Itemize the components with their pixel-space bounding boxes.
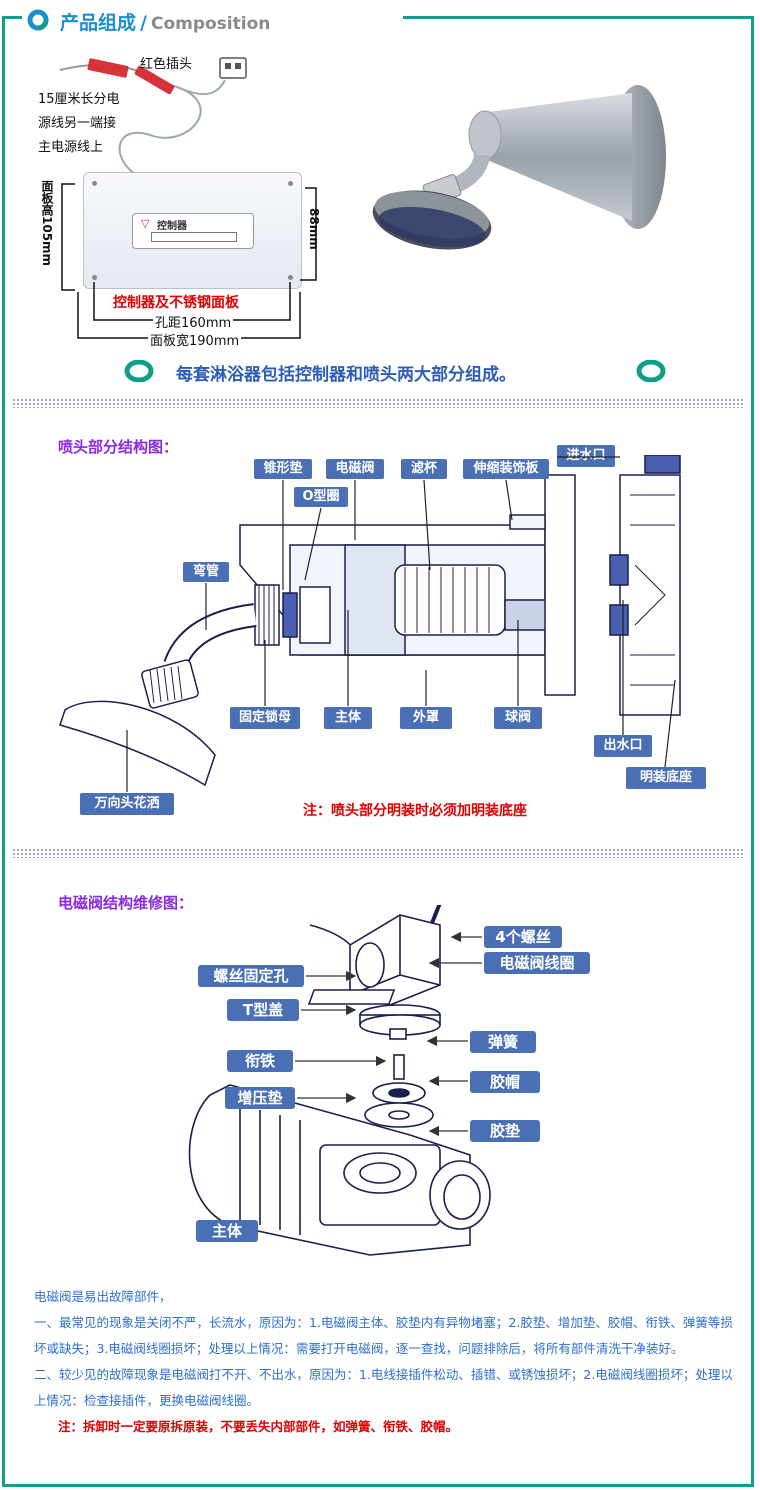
title-slash: / — [140, 12, 147, 34]
troubleshooting-case-1: 一、最常见的现象是关闭不严，长流水，原因为：1.电磁阀主体、胶垫内有异物堵塞；2… — [34, 1315, 733, 1356]
cable-note-line1: 15厘米长分电 — [38, 92, 120, 107]
disassembly-note: 注：拆卸时一定要原拆原装，不要丢失内部部件，如弹簧、衔铁、胶帽。 — [58, 1419, 459, 1434]
label-solenoid-valve: 电磁阀 — [326, 459, 384, 479]
summary-bullet-icon — [124, 360, 154, 382]
label-ball-valve: 球阀 — [494, 707, 542, 729]
controller-display: ▽ 控制器 — [132, 213, 254, 249]
troubleshooting-case-2: 二、较少见的故障现象是电磁阀打不开、不出水，原因为：1.电线接插件松动、插错、或… — [34, 1367, 733, 1408]
panel-screw-hole — [288, 275, 293, 280]
label-water-outlet: 出水口 — [594, 735, 652, 757]
panel-screw-hole — [288, 181, 293, 186]
panel-width-label: 面板宽190mm — [148, 330, 242, 349]
label-surface-base: 明装底座 — [626, 767, 706, 789]
label-filter-cup: 滤杯 — [401, 459, 447, 479]
section-divider — [12, 398, 744, 408]
label-coil: 电磁阀线圈 — [484, 952, 590, 974]
solenoid-valve-exploded-diagram — [188, 905, 491, 1256]
label-armature: 衔铁 — [227, 1050, 293, 1072]
label-main-body: 主体 — [324, 707, 372, 729]
header-ring-icon — [27, 9, 49, 31]
cable-note-line2: 源线另一端接 — [38, 116, 117, 131]
page-frame — [2, 17, 754, 1487]
hole-distance-label: 孔距160mm — [153, 312, 234, 331]
label-telescopic-trim: 伸缩装饰板 — [463, 459, 549, 479]
panel-screw-hole — [92, 275, 97, 280]
title-cn: 产品组成 — [60, 12, 137, 34]
label-water-inlet: 进水口 — [557, 445, 615, 467]
summary-bullet-icon — [636, 360, 666, 382]
label-universal-head: 万向头花洒 — [80, 793, 174, 815]
valve-leader-arrows — [295, 931, 482, 1137]
label-spring: 弹簧 — [470, 1031, 536, 1053]
label-lock-nut: 固定锁母 — [230, 707, 300, 729]
nozzle-structure-diagram — [59, 455, 681, 787]
label-o-ring: O型圈 — [294, 487, 348, 507]
controller-panel: ▽ 控制器 — [83, 172, 302, 289]
label-valve-main-body: 主体 — [196, 1220, 258, 1242]
red-plug-label: 红色插头 — [140, 57, 193, 72]
cable-note-line3: 主电源线上 — [38, 140, 104, 155]
nozzle-section-title: 喷头部分结构图： — [58, 438, 179, 456]
display-window — [151, 232, 237, 242]
panel-caption: 控制器及不锈钢面板 — [113, 295, 239, 311]
section-divider — [12, 848, 744, 858]
brand-logo-icon: ▽ — [141, 217, 150, 230]
label-screws: 4个螺丝 — [484, 926, 562, 948]
label-pressure-pad: 增压垫 — [225, 1087, 295, 1109]
panel-screw-hole — [92, 181, 97, 186]
nozzle-leader-lines — [126, 456, 676, 792]
label-screw-holes: 螺丝固定孔 — [198, 965, 304, 987]
label-t-cover: T型盖 — [227, 999, 299, 1021]
valve-section-title: 电磁阀结构维修图： — [58, 894, 194, 912]
troubleshooting-text: 电磁阀是易出故障部件， 一、最常见的现象是关闭不严，长流水，原因为：1.电磁阀主… — [34, 1284, 734, 1440]
label-housing: 外罩 — [400, 707, 452, 729]
panel-height-label: 面板高105mm — [40, 180, 54, 267]
title-en: Composition — [150, 14, 271, 34]
controller-label: 控制器 — [157, 221, 187, 232]
label-elbow: 弯管 — [183, 562, 229, 582]
summary-text: 每套淋浴器包括控制器和喷头两大部分组成。 — [176, 365, 516, 385]
height-88-label: 88mm — [307, 208, 321, 250]
label-rubber-cap: 胶帽 — [470, 1071, 540, 1093]
page-title: 产品组成/Composition — [60, 8, 270, 35]
header-rule-left — [2, 16, 22, 19]
nozzle-note: 注：喷头部分明装时必须加明装底座 — [303, 803, 527, 819]
troubleshooting-intro: 电磁阀是易出故障部件， — [34, 1289, 172, 1304]
label-rubber-pad: 胶垫 — [470, 1120, 540, 1142]
header-rule-right — [403, 16, 754, 19]
shower-head-image — [372, 85, 666, 250]
label-cone-gasket: 锥形垫 — [254, 459, 312, 479]
